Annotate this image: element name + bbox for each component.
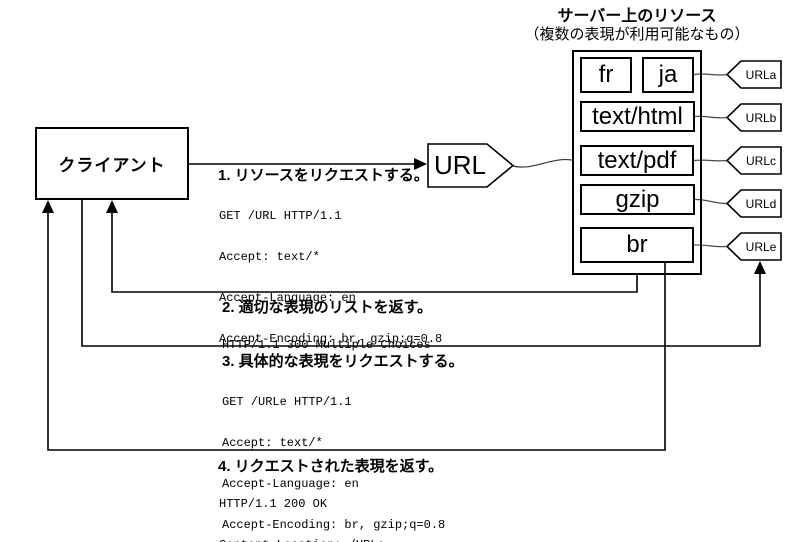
- step2-heading: 2. 適切な表現のリストを返す。: [222, 299, 433, 316]
- http-line: Content-Location: /URLe: [219, 538, 385, 542]
- step4-heading: 4. リクエストされた表現を返す。: [218, 458, 444, 475]
- url-node-shape: [427, 143, 515, 188]
- url-tag-b-label: URLb: [745, 111, 777, 125]
- url-tag-a-shape: [725, 60, 782, 89]
- http-line: Accept-Encoding: br, gzip;q=0.8: [219, 331, 443, 346]
- client-box: クライアント: [35, 127, 189, 200]
- resource-br: br: [580, 227, 694, 263]
- server-resources-subtitle: （複数の表現が利用可能なもの）: [524, 26, 750, 43]
- step2-http-response: HTTP/1.1 300 Multiple Choices: [222, 312, 431, 380]
- url-tag-d-label: URLd: [745, 197, 777, 211]
- http-line: Accept: text/*: [219, 249, 320, 264]
- http-line: HTTP/1.1 300 Multiple Choices: [222, 338, 431, 353]
- http-line: Accept-Language: en: [222, 476, 359, 491]
- http-line: GET /URLe HTTP/1.1: [222, 395, 352, 410]
- connector-br-urle: [693, 244, 728, 248]
- flow4-line: [47, 212, 666, 451]
- step3-heading: 3. 具体的な表現をリクエストする。: [222, 353, 464, 370]
- resource-text-pdf: text/pdf: [580, 145, 694, 176]
- connector-html-urlb: [694, 115, 728, 119]
- url-tag-a-label: URLa: [745, 68, 777, 82]
- flow4-arrowhead: [42, 200, 54, 213]
- url-tag-e-label: URLe: [745, 240, 777, 254]
- http-line: HTTP/1.1 200 OK: [219, 497, 328, 512]
- resource-text-html: text/html: [580, 101, 695, 132]
- url-to-server-curve: [512, 158, 573, 168]
- flow2-arrowhead: [106, 200, 118, 213]
- resource-gzip: gzip: [580, 184, 695, 215]
- resource-fr: fr: [580, 57, 632, 93]
- url-tag-b-shape: [725, 103, 782, 132]
- url-tag-c-label: URLc: [745, 154, 776, 168]
- flow3-line: [81, 200, 761, 347]
- server-resources-title: サーバー上のリソース: [557, 8, 717, 25]
- server-resources-box: [572, 50, 702, 275]
- http-line: Accept-Language: en: [219, 290, 356, 305]
- step1-heading: 1. リソースをリクエストする。: [218, 167, 429, 184]
- flow2-line: [111, 212, 638, 293]
- resource-ja: ja: [642, 57, 694, 93]
- http-line: GET /URL HTTP/1.1: [219, 209, 342, 224]
- flow3-arrowhead: [754, 261, 766, 274]
- connector-pdf-urlc: [693, 159, 728, 162]
- step4-http-response: HTTP/1.1 200 OK Content-Location: /URLe …: [219, 471, 385, 542]
- url-tag-d-shape: [725, 189, 782, 218]
- step1-http-request: GET /URL HTTP/1.1 Accept: text/* Accept-…: [219, 183, 442, 373]
- http-line: Accept: text/*: [222, 435, 323, 450]
- http-line: Accept-Encoding: br, gzip;q=0.8: [222, 517, 446, 532]
- flow1-arrowhead: [414, 158, 427, 170]
- url-tag-e-shape: [725, 232, 782, 261]
- url-node-label: URL: [433, 149, 486, 180]
- step3-http-request: GET /URLe HTTP/1.1 Accept: text/* Accept…: [222, 369, 445, 542]
- url-tag-c-shape: [725, 146, 782, 175]
- connector-gzip-urld: [694, 198, 728, 205]
- connector-ja-urla: [693, 73, 728, 76]
- client-label: クライアント: [58, 156, 166, 175]
